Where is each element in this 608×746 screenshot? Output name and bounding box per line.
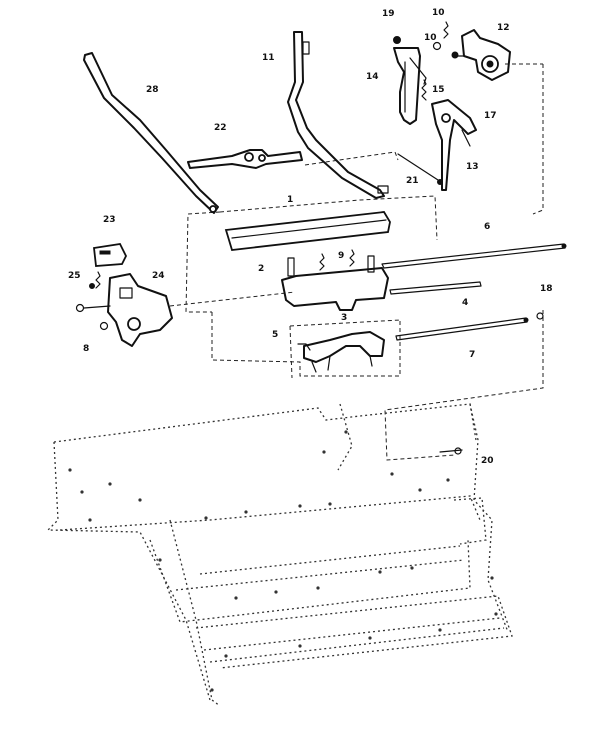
chassis-center-post (337, 403, 353, 471)
part-3-cam-follower (303, 331, 385, 373)
assembly-leader-lines (169, 63, 544, 461)
callout-11: 11 (262, 53, 275, 63)
leader-left-frame (185, 211, 221, 313)
part-15-spring (421, 79, 427, 101)
callout-5: 5 (272, 330, 278, 340)
part-25-spring (89, 271, 101, 289)
chassis-front-face (149, 539, 471, 623)
callout-8: 8 (83, 344, 89, 354)
chassis-bottom-edge (195, 595, 513, 669)
callout-7: 7 (469, 350, 475, 360)
part-6-rod (381, 243, 567, 269)
callout-10-mid: 10 (424, 33, 437, 43)
leader-right-drop (532, 64, 544, 215)
callout-14: 14 (366, 72, 379, 82)
callout-17: 17 (484, 111, 497, 121)
leader-sub-box (289, 319, 401, 379)
part-11-bent-lever (287, 31, 389, 199)
chassis-mid-line (199, 545, 461, 575)
chassis-base-rail (203, 617, 505, 663)
callout-2: 2 (258, 264, 264, 274)
chassis-right-box (453, 497, 487, 545)
part-8-screws (75, 303, 111, 331)
part-22-bracket-lever (187, 149, 303, 169)
callout-22: 22 (214, 123, 227, 133)
part-9-springs (319, 249, 355, 271)
part-28-long-lever (83, 52, 219, 214)
leader-right-lower (384, 310, 544, 461)
leader-pin-21 (304, 151, 399, 166)
callout-20: 20 (481, 456, 494, 466)
callout-3: 3 (341, 313, 347, 323)
callout-4: 4 (462, 298, 468, 308)
callout-19: 19 (382, 9, 395, 19)
callout-labels: 28 11 19 10 10 12 14 15 17 22 13 21 1 23… (68, 8, 553, 466)
callout-13: 13 (466, 162, 479, 172)
callout-25: 25 (68, 271, 81, 281)
callout-15: 15 (432, 85, 445, 95)
chassis-top-edge (53, 403, 477, 443)
part-12-rocker (455, 29, 511, 81)
part-7-rod (395, 317, 529, 341)
chassis-rivets (68, 430, 498, 692)
callout-24: 24 (152, 271, 165, 281)
part-10-small-pins (432, 21, 459, 59)
leader-center-box (211, 312, 401, 377)
part-20-screw (439, 447, 463, 455)
callout-12: 12 (497, 23, 510, 33)
chassis-left-edge (46, 441, 211, 701)
chassis-left-leg (169, 519, 221, 707)
part-21-pin (397, 153, 443, 185)
callout-9: 9 (338, 251, 344, 261)
callout-28: 28 (146, 85, 159, 95)
callout-21: 21 (406, 176, 419, 186)
part-18-clip (536, 312, 544, 320)
part-23-plate (93, 243, 128, 267)
part-1-flat-bar (224, 211, 391, 251)
callout-1: 1 (287, 195, 293, 205)
leader-top-frame (219, 195, 438, 241)
main-chassis-frame (46, 403, 513, 707)
part-4-rod (389, 281, 482, 295)
part-17-hook-lever (431, 99, 477, 191)
callout-10-top: 10 (432, 8, 445, 18)
chassis-inner-shelf (59, 495, 481, 531)
part-24-bracket (107, 273, 173, 347)
part-14-latch-plate (393, 36, 427, 125)
part-2-carrier (281, 255, 389, 311)
part-5-link (297, 343, 311, 351)
chassis-lower-panel (175, 559, 465, 591)
callout-6: 6 (484, 222, 490, 232)
callout-23: 23 (103, 215, 116, 225)
callout-18: 18 (540, 284, 553, 294)
leader-bracket-to-shaft (169, 291, 296, 307)
